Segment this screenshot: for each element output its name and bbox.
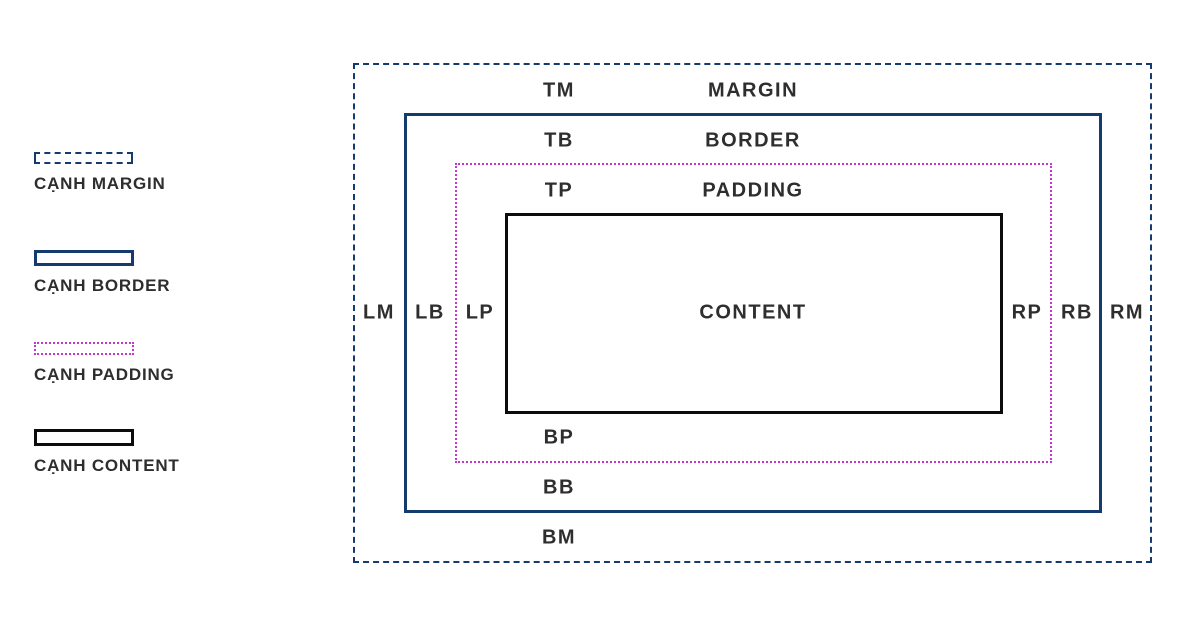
label-bottom-margin-abbr: BM [541,526,577,549]
legend-item-margin-edge: CẠNH MARGIN [34,152,166,194]
label-border-word: BORDER [705,129,801,152]
content-box-outline [505,213,1003,414]
label-right-margin-abbr: RM [1109,301,1145,324]
label-left-border-abbr: LB [415,301,445,324]
legend-item-border-edge: CẠNH BORDER [34,250,170,296]
label-top-margin-abbr: TM [543,79,575,102]
label-bottom-padding-abbr: BP [543,426,575,449]
legend-label-padding-edge: CẠNH PADDING [34,365,175,384]
legend-item-padding-edge: CẠNH PADDING [34,342,175,385]
border-edge-swatch-icon [34,250,134,266]
label-left-margin-abbr: LM [363,301,395,324]
padding-box-outline [455,163,1052,463]
border-box-outline [404,113,1102,513]
label-margin-word: MARGIN [707,79,799,102]
margin-box-outline [353,63,1152,563]
legend-label-border-edge: CẠNH BORDER [34,276,171,295]
label-bottom-border-abbr: BB [543,476,575,499]
legend-label-content-edge: CẠNH CONTENT [34,456,180,475]
padding-edge-swatch-icon [34,342,134,355]
label-right-padding-abbr: RP [1011,301,1043,324]
margin-edge-swatch-icon [34,152,133,164]
label-left-padding-abbr: LP [465,301,495,324]
legend-label-margin-edge: CẠNH MARGIN [34,174,166,193]
label-content-word: CONTENT [699,301,807,324]
label-top-border-abbr: TB [544,129,574,152]
label-padding-word: PADDING [702,179,804,202]
label-right-border-abbr: RB [1061,301,1093,324]
content-edge-swatch-icon [34,429,134,446]
legend-item-content-edge: CẠNH CONTENT [34,429,180,476]
label-top-padding-abbr: TP [544,179,574,202]
